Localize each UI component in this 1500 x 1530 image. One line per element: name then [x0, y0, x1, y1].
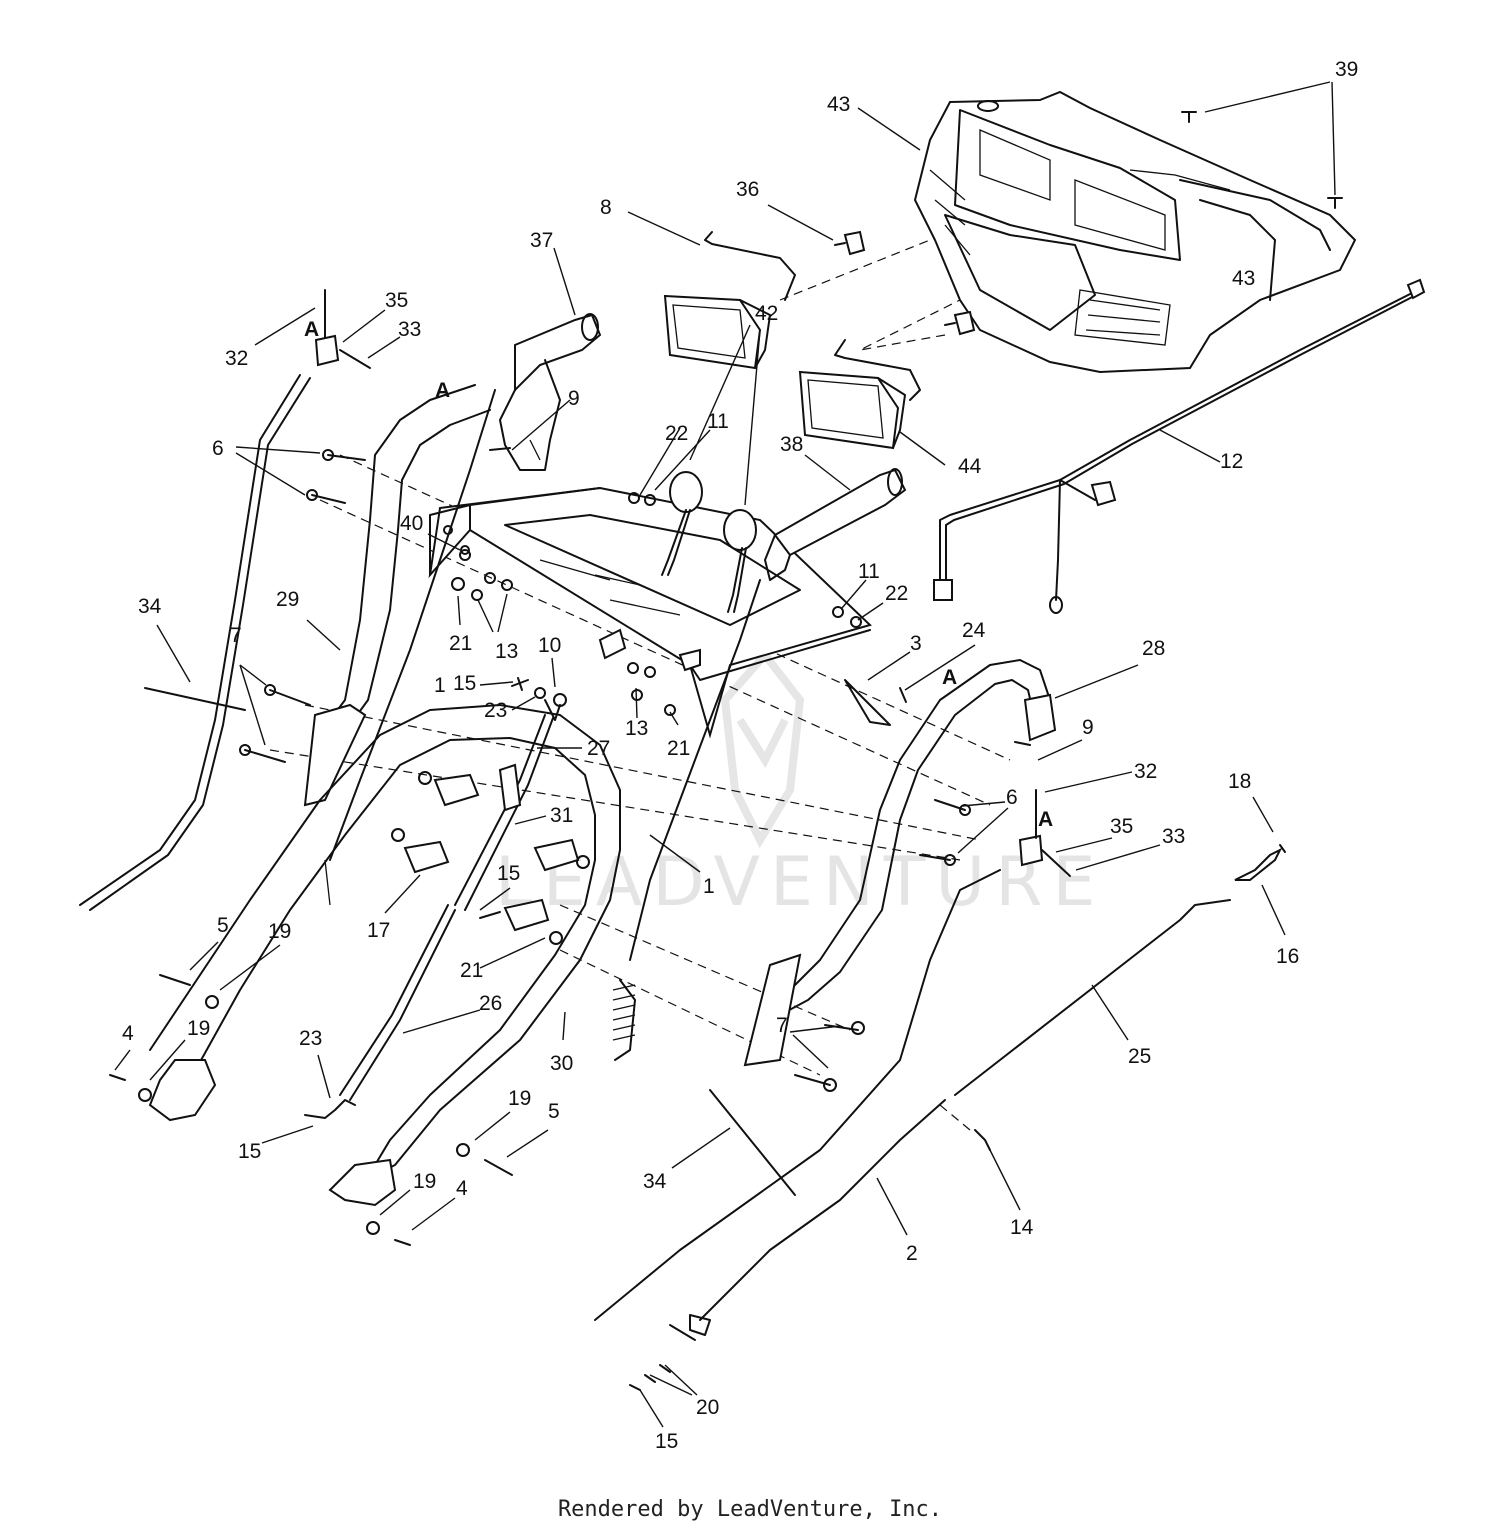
callout-25: 25: [1128, 1045, 1151, 1068]
callout-a-3: A: [942, 666, 957, 689]
callout-labels: 39 43 36 8 37 35 33 32 A A 9 42 22 11 38…: [122, 58, 1358, 1453]
callout-23-top: 23: [484, 699, 507, 722]
callout-4-right: 4: [456, 1177, 468, 1200]
callout-43-side: 43: [1232, 267, 1255, 290]
callout-10: 10: [538, 634, 561, 657]
callout-15-c: 15: [238, 1140, 261, 1163]
chute-cables: [79, 374, 1001, 1321]
callout-23-bottom: 23: [299, 1027, 322, 1050]
callout-17: 17: [367, 919, 390, 942]
callout-31: 31: [550, 804, 573, 827]
callout-6-right: 6: [1006, 786, 1018, 809]
rods: [339, 699, 561, 1101]
lamp-left: [663, 294, 771, 370]
cables: [324, 389, 761, 1061]
watermark-text: LEADVENTURE: [495, 843, 1105, 922]
callout-43: 43: [827, 93, 850, 116]
callout-15-d: 15: [655, 1430, 678, 1453]
callout-26: 26: [479, 992, 502, 1015]
callout-19-a: 19: [268, 920, 291, 943]
callout-6-left: 6: [212, 437, 224, 460]
callout-5-left: 5: [217, 914, 229, 937]
callout-22-top: 22: [665, 422, 688, 445]
callout-7-left: 7: [230, 624, 242, 647]
shift-rods: [669, 847, 1283, 1341]
handle-knobs: [391, 771, 590, 945]
brackets: [314, 289, 1071, 877]
shift-levers: [661, 471, 757, 613]
lower-handle-right: [743, 659, 1057, 1067]
callout-33-right: 33: [1162, 825, 1185, 848]
wires: [704, 231, 921, 401]
callout-34-left: 34: [138, 595, 162, 618]
callout-13-b: 13: [625, 717, 648, 740]
callout-29: 29: [276, 588, 299, 611]
callout-35-left: 35: [385, 289, 408, 312]
callout-16: 16: [1276, 945, 1299, 968]
screws-39: [1181, 111, 1343, 209]
callout-34-right: 34: [643, 1170, 667, 1193]
callout-8: 8: [600, 196, 612, 219]
light-housing: [913, 90, 1357, 374]
callout-33-left: 33: [398, 318, 421, 341]
callout-38: 38: [780, 433, 803, 456]
callout-21-c: 21: [460, 959, 483, 982]
callout-15-b: 15: [497, 862, 520, 885]
assembly-lines: [269, 199, 1041, 1131]
callout-32-right: 32: [1134, 760, 1157, 783]
callout-19-d: 19: [413, 1170, 436, 1193]
bulbs-36: [834, 230, 976, 336]
callout-22-right: 22: [885, 582, 908, 605]
callout-40: 40: [400, 512, 423, 535]
callout-44: 44: [958, 455, 982, 478]
callout-3: 3: [910, 632, 922, 655]
callout-19-c: 19: [508, 1087, 531, 1110]
callout-13-a: 13: [495, 640, 518, 663]
callout-11-right: 11: [858, 560, 880, 583]
footer-credit: Rendered by LeadVenture, Inc.: [557, 1497, 943, 1522]
leader-lines: [114, 81, 1336, 1428]
callout-32-left: 32: [225, 347, 248, 370]
callout-7-right: 7: [776, 1014, 788, 1037]
callout-37: 37: [530, 229, 553, 252]
callout-1-left: 1: [434, 674, 446, 697]
callout-1-right: 1: [703, 875, 715, 898]
callout-a-2: A: [435, 379, 450, 402]
callout-18: 18: [1228, 770, 1251, 793]
callout-24: 24: [962, 619, 986, 642]
lamp-right: [798, 370, 906, 450]
callout-5-right: 5: [548, 1100, 560, 1123]
callout-30: 30: [550, 1052, 573, 1075]
callout-28: 28: [1142, 637, 1165, 660]
callout-9-left: 9: [568, 387, 580, 410]
callout-4-left: 4: [122, 1022, 134, 1045]
callout-12: 12: [1220, 450, 1243, 473]
callout-42: 42: [755, 302, 778, 325]
callout-9-right: 9: [1082, 716, 1094, 739]
callout-2: 2: [906, 1242, 918, 1265]
lower-frame: [148, 704, 621, 1207]
upper-handle-right: [764, 468, 907, 581]
hardware: [109, 447, 1286, 1391]
callout-15-a: 15: [453, 672, 476, 695]
callout-20: 20: [696, 1396, 719, 1419]
wiring-harness: [933, 278, 1426, 614]
callout-14: 14: [1010, 1216, 1034, 1239]
callout-21-a: 21: [449, 632, 472, 655]
lower-handle-left: [303, 384, 491, 807]
callout-19-b: 19: [187, 1017, 210, 1040]
callout-36: 36: [736, 178, 759, 201]
callout-a-4: A: [1038, 808, 1053, 831]
callout-39: 39: [1335, 58, 1358, 81]
callout-27: 27: [587, 737, 610, 760]
callout-a-1: A: [304, 318, 319, 341]
callout-21-b: 21: [667, 737, 690, 760]
callout-35-right: 35: [1110, 815, 1133, 838]
callout-11-top: 11: [707, 410, 729, 433]
upper-handle-left: [499, 313, 602, 471]
